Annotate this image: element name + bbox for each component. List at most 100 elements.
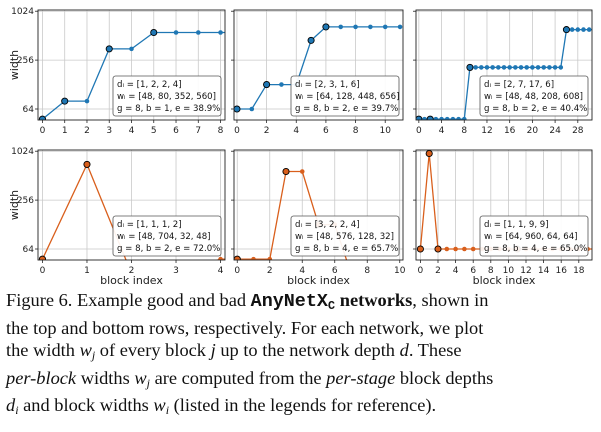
legend-box bbox=[112, 75, 222, 117]
legend-box bbox=[479, 75, 589, 117]
x-tick-label: 4 bbox=[299, 266, 305, 276]
stage-start-point bbox=[150, 28, 158, 37]
series-line bbox=[41, 162, 225, 260]
x-axis-label: block index bbox=[100, 274, 163, 287]
block-point bbox=[299, 169, 305, 174]
x-tick-label: 16 bbox=[555, 266, 567, 276]
x-tick-label: 3 bbox=[173, 266, 179, 276]
legend-line: dᵢ = [2, 7, 17, 6] bbox=[484, 80, 554, 90]
x-tick-label: 6 bbox=[173, 126, 179, 136]
block-point bbox=[173, 30, 179, 35]
x-tick-label: 0 bbox=[40, 266, 46, 276]
x-tick-label: 0 bbox=[416, 126, 422, 136]
caption-figure-label: Figure 6. Example good and bad bbox=[6, 290, 251, 310]
x-tick-label: 8 bbox=[353, 126, 359, 136]
block-point bbox=[381, 271, 386, 276]
caption-math-w: w bbox=[134, 367, 147, 388]
block-point bbox=[462, 246, 467, 252]
y-tick-label: 256 bbox=[17, 196, 34, 206]
stage-start-point bbox=[425, 150, 433, 158]
legend-line: wᵢ = [48, 80, 352, 560] bbox=[117, 92, 216, 102]
x-tick-label: 4 bbox=[293, 126, 299, 136]
stage-start-point bbox=[307, 36, 315, 44]
caption-math-sub-j: j bbox=[146, 375, 150, 390]
block-point bbox=[581, 27, 586, 32]
block-point bbox=[461, 116, 467, 120]
x-tick-label: 0 bbox=[418, 266, 424, 276]
block-point bbox=[450, 116, 456, 120]
caption-text: . These bbox=[408, 340, 462, 361]
legend: dᵢ = [2, 3, 1, 6]wᵢ = [64, 128, 448, 656… bbox=[290, 75, 399, 117]
caption-text: the width bbox=[6, 340, 80, 361]
block-point bbox=[456, 116, 461, 120]
block-point bbox=[195, 30, 201, 35]
stage-start-point bbox=[416, 115, 423, 120]
stage-start-point bbox=[38, 115, 47, 120]
block-point bbox=[552, 65, 558, 70]
block-point bbox=[129, 46, 134, 52]
x-tick-label: 6 bbox=[470, 266, 476, 276]
panel-frame bbox=[233, 149, 404, 261]
caption-network-name: AnyNetX bbox=[250, 291, 328, 312]
x-tick-label: 12 bbox=[520, 266, 531, 276]
panel-frame bbox=[233, 9, 404, 121]
block-point bbox=[530, 65, 535, 70]
y-axis-label-bottom: width bbox=[8, 190, 21, 220]
x-tick-label: 10 bbox=[394, 266, 406, 276]
block-point bbox=[547, 65, 552, 70]
caption-math-d: d bbox=[399, 340, 409, 361]
block-point bbox=[490, 65, 495, 70]
x-tick-label: 14 bbox=[538, 266, 550, 276]
legend-line: dᵢ = [2, 3, 1, 6] bbox=[295, 80, 360, 90]
block-point bbox=[279, 82, 284, 87]
block-point bbox=[251, 256, 256, 260]
legend: dᵢ = [1, 2, 2, 4]wᵢ = [48, 80, 352, 560]… bbox=[112, 75, 222, 117]
block-point bbox=[535, 65, 541, 70]
series-line bbox=[42, 31, 225, 120]
caption-math-d: d bbox=[6, 394, 16, 415]
legend-line: dᵢ = [1, 1, 1, 2] bbox=[117, 220, 182, 230]
x-axis-label: block index bbox=[287, 274, 350, 287]
block-point bbox=[397, 24, 403, 30]
block-point bbox=[241, 30, 246, 35]
caption-line-4: per-block widths wj are computed from th… bbox=[6, 367, 598, 394]
panel-frame bbox=[415, 9, 593, 121]
caption-line-1-rest: , shown in bbox=[412, 290, 489, 310]
y-axis-label-top: width bbox=[8, 50, 21, 80]
x-axis-label: block index bbox=[473, 274, 536, 287]
block-point bbox=[382, 24, 388, 30]
stage-start-point bbox=[466, 63, 474, 71]
caption-line-3: the width wj of every block j up to the … bbox=[6, 339, 598, 366]
block-point bbox=[575, 27, 581, 32]
block-point bbox=[513, 65, 518, 70]
x-tick-label: 18 bbox=[573, 266, 585, 276]
block-point bbox=[444, 116, 450, 120]
caption-math-sub-j: j bbox=[91, 348, 96, 363]
stage-start-point bbox=[434, 245, 442, 253]
legend: dᵢ = [2, 7, 17, 6] wᵢ = [48, 48, 208, 608… bbox=[479, 75, 589, 117]
block-point bbox=[338, 24, 344, 30]
x-tick-label: 10 bbox=[379, 126, 391, 136]
stage-start-point bbox=[282, 167, 290, 176]
series-plot bbox=[416, 26, 592, 120]
caption-text: are computed from the bbox=[149, 367, 327, 388]
stage-start-point bbox=[562, 26, 571, 34]
x-tick-label: 2 bbox=[84, 126, 90, 136]
block-point bbox=[444, 246, 450, 252]
legend-line: wᵢ = [48, 48, 208, 608] bbox=[484, 92, 583, 102]
y-axis-label-top: width bbox=[8, 50, 21, 80]
x-tick-label: 12 bbox=[481, 126, 492, 136]
x-tick-label: 3 bbox=[106, 126, 112, 136]
caption-math-sub-i: i bbox=[15, 402, 19, 417]
stage-start-point bbox=[83, 160, 91, 168]
x-tick-label: 4 bbox=[129, 126, 135, 136]
stage-start-point bbox=[322, 23, 330, 31]
block-point bbox=[558, 65, 564, 70]
legend-line: dᵢ = [3, 2, 2, 4] bbox=[295, 220, 360, 230]
x-tick-label: 16 bbox=[504, 126, 516, 136]
caption-line-1: Figure 6. Example good and bad AnyNetXC … bbox=[6, 289, 598, 317]
